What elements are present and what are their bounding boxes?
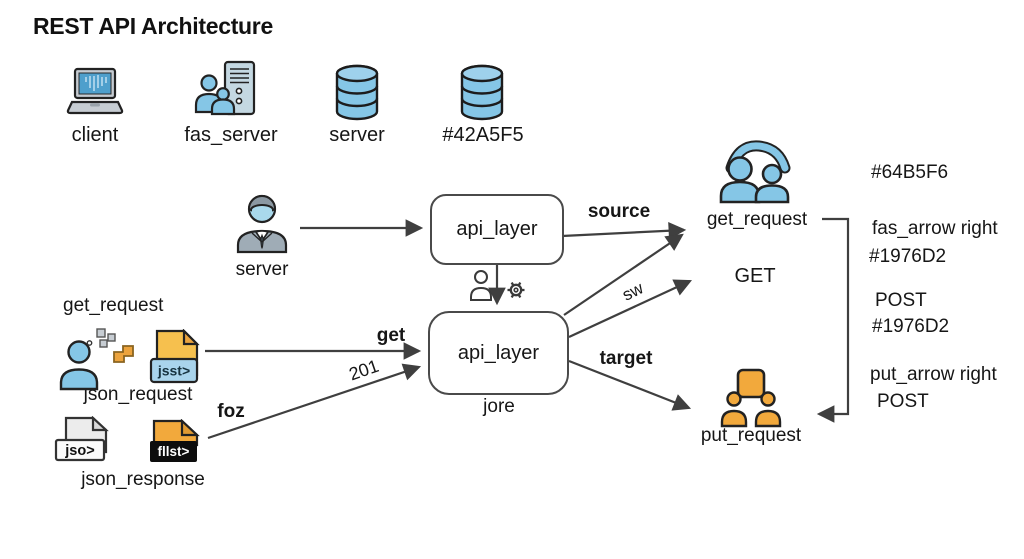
legend-item-server-db (335, 64, 379, 126)
users-group-icon (719, 140, 791, 204)
edge-label-target: target (599, 348, 653, 369)
api-layer-bottom-caption: jore (483, 396, 515, 417)
put-request-label: put_request (700, 425, 802, 446)
server-person-node (230, 188, 294, 261)
edge-bracket-get-to-put (816, 217, 850, 423)
get-request-node (713, 138, 797, 209)
api-layer-bottom-box: api_layer (428, 311, 569, 395)
annotation-put-arrow-right: put_arrow right (870, 364, 997, 385)
edge-label-foz: foz (217, 401, 245, 422)
get-request-label: get_request (706, 209, 808, 230)
file-fllst-icon: fllst> (148, 418, 203, 472)
edge-foz-201-arrow (207, 363, 422, 440)
annotation-hex-1976d2-b: #1976D2 (872, 316, 950, 337)
legend-item-client (66, 66, 124, 125)
api-layer-top-box: api_layer (430, 194, 564, 265)
page-title: REST API Architecture (33, 13, 273, 39)
file-jsst-icon: jsst> (148, 328, 205, 396)
users-box-icon (720, 368, 782, 428)
edge-sw-to-get (568, 279, 692, 338)
legend-label-hex-db: #42A5F5 (442, 124, 524, 146)
annotation-hex-64b5f6: #64B5F6 (871, 162, 949, 183)
file-jsst-badge: jsst> (157, 363, 190, 379)
file-fllst-badge: fllst> (158, 444, 190, 459)
edge-target-arrow (568, 359, 692, 411)
laptop-icon (66, 67, 124, 115)
gear-icon (504, 276, 528, 309)
get-method-label: GET (734, 265, 776, 287)
person-outline-icon (468, 268, 494, 307)
json-request-label: json_request (83, 384, 193, 405)
annotation-hex-1976d2-a: #1976D2 (869, 246, 947, 267)
annotation-post-a: POST (875, 290, 927, 311)
database-icon (335, 64, 379, 121)
person-puzzle-icon (52, 325, 140, 400)
annotation-fas-arrow-right: fas_arrow right (872, 218, 998, 239)
file-jso-badge: jso> (64, 443, 94, 459)
json-response-label: json_response (81, 469, 205, 490)
database-icon (460, 64, 504, 121)
edge-to-get-request (563, 233, 684, 316)
annotation-post-b: POST (877, 391, 929, 412)
edge-source-arrow (561, 221, 687, 240)
legend-label-client: client (71, 124, 119, 146)
legend-label-server-db: server (329, 124, 385, 146)
users-server-icon (194, 60, 256, 116)
json-request-header: get_request (63, 295, 164, 316)
api-layer-top-label: api_layer (456, 218, 538, 240)
put-request-node (719, 368, 783, 433)
legend-label-fas-server: fas_server (184, 124, 278, 146)
server-person-label: server (235, 259, 289, 280)
edge-label-source: source (587, 201, 651, 222)
legend-item-fas-server (194, 60, 260, 129)
file-jso-icon: jso> (54, 415, 118, 471)
legend-item-hex-db (460, 64, 504, 126)
api-layer-bottom-label: api_layer (457, 341, 540, 364)
edge-label-get: get (376, 325, 406, 346)
businessman-icon (236, 194, 288, 254)
